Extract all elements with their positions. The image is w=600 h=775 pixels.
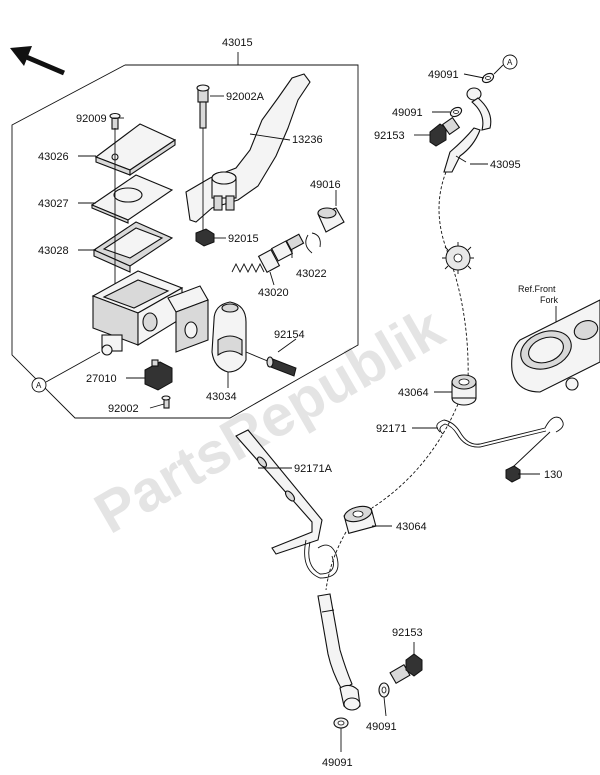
hose-route-dashed: [438, 171, 469, 383]
hose-grommet-bottom: [343, 505, 377, 534]
label-43064-bottom: 43064: [396, 521, 427, 533]
switch-screw: [161, 395, 171, 409]
label-43027: 43027: [38, 198, 69, 210]
banjo-bolt-top: [429, 116, 461, 147]
diaphragm: [92, 221, 174, 273]
label-49091-top1: 49091: [428, 69, 459, 81]
label-43026: 43026: [38, 151, 69, 163]
brake-lever: [185, 73, 311, 223]
label-92154: 92154: [274, 329, 305, 341]
label-49091-bottom1: 49091: [366, 721, 397, 733]
label-92002A: 92002A: [226, 91, 265, 103]
leader-lines: [78, 73, 540, 752]
lever-nut: [195, 228, 215, 247]
washer-top-2: [449, 106, 463, 118]
washer-bottom-1: [378, 682, 390, 698]
hose-route-dashed-lower: [325, 403, 459, 591]
label-43020: 43020: [258, 287, 289, 299]
label-92009: 92009: [76, 113, 107, 125]
label-43095: 43095: [490, 159, 521, 171]
label-92153-bottom: 92153: [392, 627, 423, 639]
label-92153-top: 92153: [374, 130, 405, 142]
callout-labels: 43015 92009 92002A 13236 43026 43027 490…: [38, 37, 562, 769]
clamp-bolt: [245, 351, 297, 377]
label-92171: 92171: [376, 423, 407, 435]
diaphragm-plate: [90, 174, 174, 224]
grommet-symbol-icon: [442, 242, 474, 274]
hose-grommet-top: [451, 374, 477, 406]
label-43028: 43028: [38, 245, 69, 257]
label-130: 130: [544, 469, 562, 481]
banjo-fitting-top: [466, 87, 492, 131]
label-49016: 49016: [310, 179, 341, 191]
label-13236: 13236: [292, 134, 323, 146]
label-43064-top: 43064: [398, 387, 429, 399]
brake-hose-lower: [317, 593, 353, 691]
piston-assembly: [231, 233, 305, 274]
banjo-bolt-bottom: [389, 653, 423, 684]
ref-marker-a-top: A: [493, 54, 518, 75]
dust-boot: [317, 207, 345, 233]
cap-screw: [109, 112, 121, 130]
ref-note-line2: Fork: [540, 295, 559, 305]
brake-hose-upper: [443, 127, 481, 173]
ref-note-line1: Ref.Front: [518, 284, 556, 294]
label-27010: 27010: [86, 373, 117, 385]
clamp-bracket: [167, 285, 209, 353]
hose-clamp-wire: [436, 416, 564, 445]
front-fork-reference: Ref.Front Fork: [511, 284, 600, 393]
brake-light-switch: [144, 359, 173, 391]
master-cylinder-body: [91, 270, 184, 356]
label-49091-top2: 49091: [392, 107, 423, 119]
washer-bottom-2: [333, 717, 349, 729]
handlebar-clamp: [211, 301, 247, 373]
label-92002: 92002: [108, 403, 139, 415]
label-49091-bottom2: 49091: [322, 757, 353, 769]
hose-bracket: [235, 429, 339, 579]
circlip: [305, 232, 321, 254]
orientation-arrow-icon: [10, 46, 65, 76]
washer-top-1: [481, 72, 495, 84]
clamp-bolt-130: [505, 431, 551, 483]
svg-text:A: A: [507, 58, 513, 67]
assembly-outline: [11, 64, 359, 419]
ref-marker-a-left: A: [31, 351, 101, 393]
label-43022: 43022: [296, 268, 327, 280]
svg-text:A: A: [36, 381, 42, 390]
lever-pivot-bolt: [196, 84, 210, 230]
label-43034: 43034: [206, 391, 237, 403]
label-92171A: 92171A: [294, 463, 333, 475]
reservoir-cap: [94, 123, 177, 177]
label-92015: 92015: [228, 233, 259, 245]
label-43015: 43015: [222, 37, 253, 49]
banjo-fitting-bottom: [339, 684, 361, 711]
